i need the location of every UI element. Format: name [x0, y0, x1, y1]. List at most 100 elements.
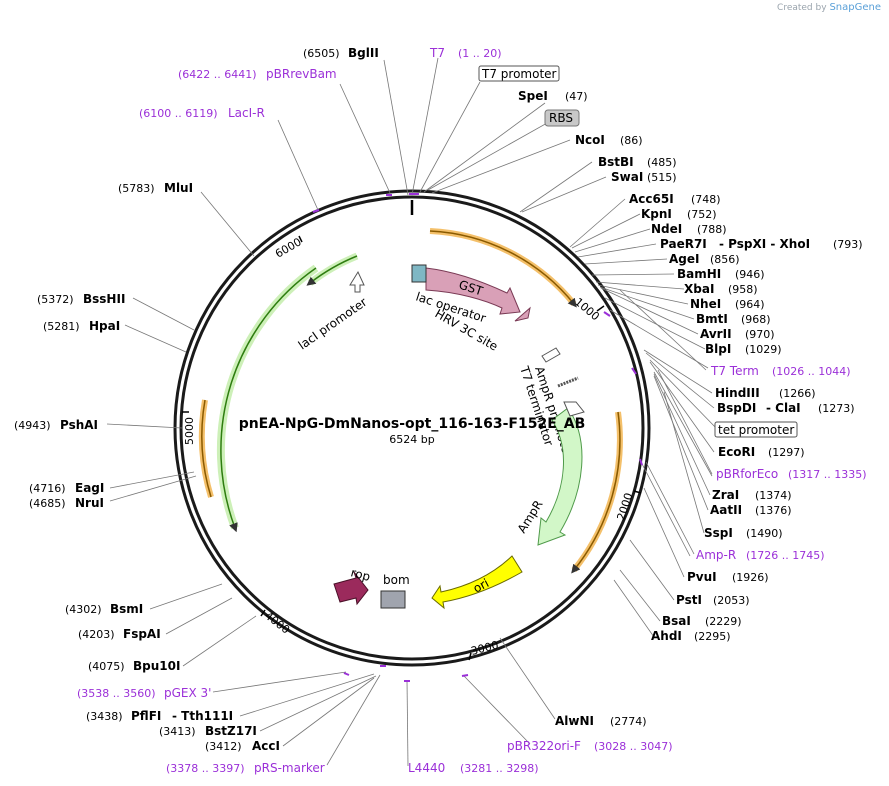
- enzyme-ahdi: AhdI: [651, 629, 682, 643]
- labels: (6505) BglII T7 (1 .. 20) (6422 .. 6441)…: [14, 46, 867, 775]
- enzyme-pvui: PvuI: [687, 570, 717, 584]
- enzyme-swai: SwaI: [611, 170, 643, 184]
- primer-pgex3-range: (3538 .. 3560): [77, 687, 156, 700]
- primer-sites: [312, 193, 643, 682]
- enzyme-blpi: BlpI: [705, 342, 731, 356]
- primer-l4440-range: (3281 .. 3298): [460, 762, 539, 775]
- enzyme-zrai: ZraI: [712, 488, 739, 502]
- enzyme-paer7i-extra: - PspXI - XhoI: [719, 237, 810, 251]
- enzyme-blpi-pos: (1029): [745, 343, 782, 356]
- enzyme-nhei: NheI: [690, 297, 721, 311]
- primer-pbrrevbam-range: (6422 .. 6441): [178, 68, 257, 81]
- enzyme-paer7i-pos: (793): [833, 238, 863, 251]
- enzyme-swai-pos: (515): [647, 171, 677, 184]
- feature-bom: bom: [383, 573, 410, 587]
- feature-ori: ori: [471, 576, 491, 596]
- primer-pgex3: pGEX 3': [164, 686, 211, 700]
- enzyme-bsshii-pos: (5372): [37, 293, 74, 306]
- primer-pbrforeco: pBRforEco: [716, 467, 778, 481]
- enzyme-kpni: KpnI: [641, 207, 672, 221]
- enzyme-bsshii: BssHII: [83, 292, 125, 306]
- primer-pbr322ori-f: pBR322ori-F: [507, 739, 581, 753]
- enzyme-acc65i: Acc65I: [629, 192, 674, 206]
- enzyme-fspai: FspAI: [123, 627, 161, 641]
- primer-amp-r-range: (1726 .. 1745): [746, 549, 825, 562]
- feature-rbs: RBS: [549, 111, 573, 125]
- enzyme-spei: SpeI: [518, 89, 548, 103]
- enzyme-bstz17i: BstZ17I: [205, 724, 257, 738]
- enzyme-psti-pos: (2053): [713, 594, 750, 607]
- feature-laci-promoter: lacI promoter: [296, 295, 370, 353]
- enzyme-ncoi: NcoI: [575, 133, 605, 147]
- primer-t7-term-range: (1026 .. 1044): [772, 365, 851, 378]
- enzyme-ndei: NdeI: [651, 222, 682, 236]
- enzyme-bstbi: BstBI: [598, 155, 634, 169]
- credit-brand: SnapGene: [829, 2, 881, 13]
- enzyme-nhei-pos: (964): [735, 298, 765, 311]
- primer-pbrforeco-range: (1317 .. 1335): [788, 468, 867, 481]
- enzyme-bglii-pos: (6505): [303, 47, 340, 60]
- enzyme-bspdi-pos: (1273): [818, 402, 855, 415]
- enzyme-alwni-pos: (2774): [610, 715, 647, 728]
- feature-tet-promoter: tet promoter: [718, 423, 794, 437]
- enzyme-acc65i-pos: (748): [691, 193, 721, 206]
- enzyme-pflfi-pos: (3438): [86, 710, 123, 723]
- enzyme-pshai: PshAI: [60, 418, 98, 432]
- enzyme-mlui: MluI: [164, 181, 193, 195]
- primer-t7-range: (1 .. 20): [458, 47, 502, 60]
- primer-prs-marker: pRS-marker: [254, 761, 325, 775]
- enzyme-bspdi-extra: - ClaI: [766, 401, 801, 415]
- primer-laci-r-range: (6100 .. 6119): [139, 107, 218, 120]
- ruler-label-1000: 1000: [572, 295, 602, 323]
- enzyme-aatii-pos: (1376): [755, 504, 792, 517]
- enzyme-bstz17i-pos: (3413): [159, 725, 196, 738]
- enzyme-nrui: NruI: [75, 496, 104, 510]
- enzyme-zrai-pos: (1374): [755, 489, 792, 502]
- primer-pbr322ori-f-range: (3028 .. 3047): [594, 740, 673, 753]
- enzyme-acci-pos: (3412): [205, 740, 242, 753]
- snapgene-credit: Created by SnapGene: [777, 2, 881, 13]
- enzyme-acci: AccI: [252, 739, 280, 753]
- enzyme-hindiii: HindIII: [715, 386, 760, 400]
- enzyme-ahdi-pos: (2295): [694, 630, 731, 643]
- feature-gst: GST: [457, 278, 485, 299]
- leader-lines: [106, 57, 719, 767]
- enzyme-bmti-pos: (968): [741, 313, 771, 326]
- enzyme-nrui-pos: (4685): [29, 497, 66, 510]
- enzyme-sspi: SspI: [704, 526, 733, 540]
- primer-t7: T7: [429, 46, 445, 60]
- enzyme-aatii: AatII: [710, 503, 742, 517]
- enzyme-pflfi-extra: - Tth111I: [172, 709, 233, 723]
- enzyme-bsai: BsaI: [662, 614, 691, 628]
- enzyme-bglii: BglII: [348, 46, 379, 60]
- primer-pbrrevbam: pBRrevBam: [266, 67, 337, 81]
- ruler-label-4000: 4000: [262, 609, 292, 636]
- enzyme-bpu10i: Bpu10I: [133, 659, 180, 673]
- credit-prefix: Created by: [777, 3, 827, 13]
- enzyme-pvui-pos: (1926): [732, 571, 769, 584]
- enzyme-agei: AgeI: [669, 252, 699, 266]
- enzyme-pshai-pos: (4943): [14, 419, 51, 432]
- primer-t7-term: T7 Term: [710, 364, 759, 378]
- enzyme-spei-pos: (47): [565, 90, 588, 103]
- enzyme-bstbi-pos: (485): [647, 156, 677, 169]
- enzyme-xbai-pos: (958): [728, 283, 758, 296]
- ruler-label-5000: 5000: [183, 417, 196, 445]
- enzyme-paer7i: PaeR7I: [660, 237, 707, 251]
- primer-amp-r: Amp-R: [696, 548, 736, 562]
- enzyme-ndei-pos: (788): [697, 223, 727, 236]
- enzyme-bspdi: BspDI: [717, 401, 756, 415]
- enzyme-bsai-pos: (2229): [705, 615, 742, 628]
- primer-prs-marker-range: (3378 .. 3397): [166, 762, 245, 775]
- enzyme-agei-pos: (856): [710, 253, 740, 266]
- enzyme-hpai: HpaI: [89, 319, 120, 333]
- enzyme-mlui-pos: (5783): [118, 182, 155, 195]
- enzyme-psti: PstI: [676, 593, 702, 607]
- enzyme-bsmi-pos: (4302): [65, 603, 102, 616]
- enzyme-hpai-pos: (5281): [43, 320, 80, 333]
- enzyme-avrii: AvrII: [700, 327, 732, 341]
- plasmid-length: 6524 bp: [389, 433, 434, 446]
- enzyme-pflfi: PflFI: [131, 709, 161, 723]
- primer-laci-r: LacI-R: [228, 106, 265, 120]
